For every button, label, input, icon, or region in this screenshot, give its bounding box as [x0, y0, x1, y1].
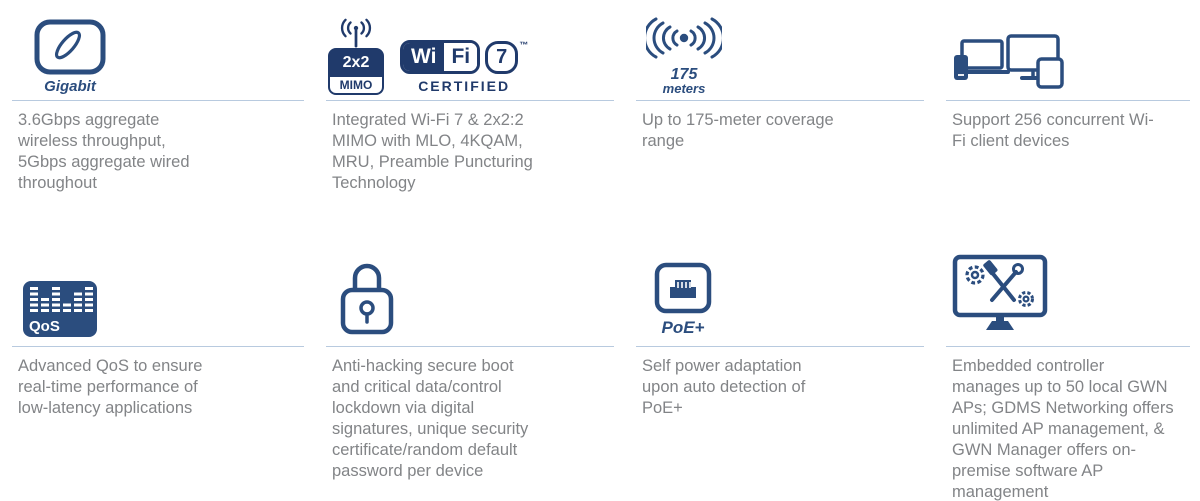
coverage-distance-label: 175: [670, 66, 698, 83]
trademark-symbol: ™: [519, 40, 529, 50]
wifi-certified-label: CERTIFIED: [418, 78, 511, 94]
embedded-controller-icon: [952, 254, 1048, 330]
wifi-logo-fi: Fi: [444, 43, 478, 71]
wifi-logo-wi: Wi: [403, 43, 445, 71]
coverage-icon-area: 175 meters: [636, 6, 924, 100]
management-icon-area: [946, 240, 1190, 346]
poe-label: PoE+: [661, 318, 705, 337]
wifi7-certified-logo: Wi Fi 7 ™ CERTIFIED: [400, 40, 528, 95]
qos-icon-area: QoS: [12, 240, 304, 346]
feature-description: Embedded controller manages up to 50 loc…: [952, 357, 1174, 501]
feature-card-security: Anti-hacking secure boot and critical da…: [326, 240, 614, 501]
divider: [12, 346, 304, 347]
qos-icon: QoS: [23, 281, 97, 337]
feature-card-gigabit: Gigabit 3.6Gbps aggregate wireless throu…: [12, 6, 304, 240]
poe-icon-area: PoE+: [636, 240, 924, 346]
clients-icon-area: [946, 6, 1190, 100]
feature-description: Advanced QoS to ensure real-time perform…: [18, 357, 203, 417]
feature-card-management: Embedded controller manages up to 50 loc…: [946, 240, 1190, 501]
divider: [12, 100, 304, 101]
divider: [636, 100, 924, 101]
client-devices-icon: [954, 34, 1064, 89]
mimo-antenna-icon: [340, 18, 372, 48]
feature-description: Support 256 concurrent Wi-Fi client devi…: [952, 111, 1154, 150]
mimo-badge: 2x2 MIMO: [328, 18, 384, 95]
gigabit-gauge-icon: [34, 19, 106, 75]
gigabit-label: Gigabit: [44, 78, 96, 95]
divider: [326, 346, 614, 347]
feature-description: Up to 175-meter coverage range: [642, 111, 834, 150]
feature-description: Integrated Wi-Fi 7 & 2x2:2 MIMO with MLO…: [332, 111, 533, 192]
feature-card-coverage: 175 meters Up to 175-meter coverage rang…: [636, 6, 924, 240]
feature-card-qos: QoS Advanced QoS to ensure real-time per…: [12, 240, 304, 501]
wifi7-icon-area: 2x2 MIMO Wi Fi 7 ™ CERT: [326, 6, 614, 100]
feature-card-poe: PoE+ Self power adaptation upon auto det…: [636, 240, 924, 501]
security-icon-area: [326, 240, 614, 346]
feature-description: Anti-hacking secure boot and critical da…: [332, 357, 529, 480]
wifi-logo-seven: 7: [485, 40, 519, 74]
divider: [946, 346, 1190, 347]
wifi-logo-pill: Wi Fi: [400, 40, 481, 74]
poe-port-icon: [654, 262, 712, 314]
divider: [326, 100, 614, 101]
qos-label: QoS: [29, 318, 60, 335]
feature-description: 3.6Gbps aggregate wireless throughput, 5…: [18, 111, 190, 192]
divider: [946, 100, 1190, 101]
coverage-signal-icon: [646, 17, 722, 59]
mimo-badge-top: 2x2: [328, 48, 384, 77]
gigabit-icon-area: Gigabit: [12, 6, 304, 100]
feature-card-clients: Support 256 concurrent Wi-Fi client devi…: [946, 6, 1190, 240]
feature-card-wifi7: 2x2 MIMO Wi Fi 7 ™ CERT: [326, 6, 614, 240]
coverage-unit-label: meters: [662, 81, 706, 96]
mimo-badge-bottom: MIMO: [328, 77, 384, 95]
feature-description: Self power adaptation upon auto detectio…: [642, 357, 806, 417]
divider: [636, 346, 924, 347]
security-lock-icon: [340, 263, 394, 335]
